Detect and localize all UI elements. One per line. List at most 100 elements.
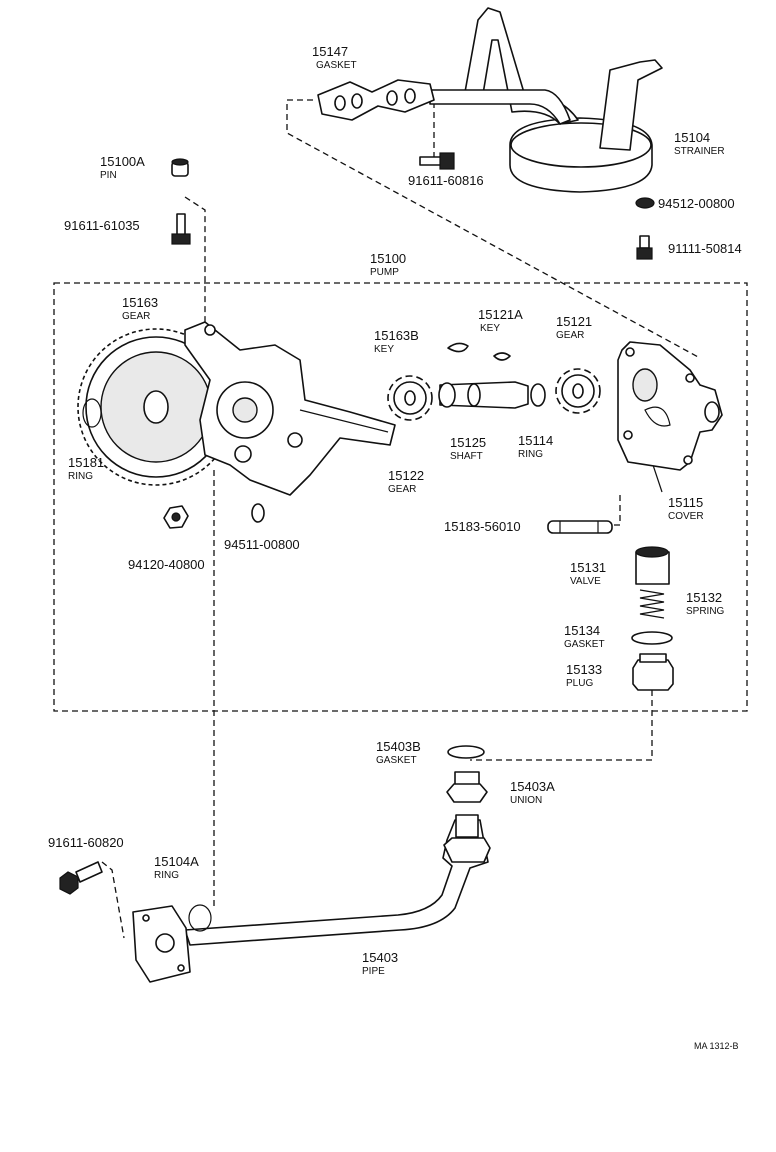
- svg-text:15403: 15403: [362, 950, 398, 965]
- svg-text:15104: 15104: [674, 130, 710, 145]
- label-15163: 15163 GEAR: [122, 295, 158, 322]
- diagram-code: MA 1312-B: [694, 1041, 739, 1051]
- oil-pipe-15403-drawing: [132, 814, 491, 983]
- label-15183-56010: 15183-56010: [444, 519, 521, 534]
- plug-15133-icon: [632, 653, 674, 691]
- svg-text:15147: 15147: [312, 44, 348, 59]
- svg-text:15122: 15122: [388, 468, 424, 483]
- bolt-91611-60820-icon: [59, 861, 103, 895]
- svg-text:PLUG: PLUG: [566, 678, 593, 689]
- svg-text:15121: 15121: [556, 314, 592, 329]
- label-15181: 15181 RING: [68, 455, 104, 482]
- bolt-91611-61035-icon: [171, 213, 191, 245]
- svg-text:RING: RING: [518, 449, 543, 460]
- svg-text:GASKET: GASKET: [376, 755, 417, 766]
- spring-15132-icon: [639, 589, 665, 619]
- svg-text:KEY: KEY: [480, 323, 500, 334]
- bolt-91611-60816-icon: [419, 152, 455, 170]
- label-15122: 15122 GEAR: [388, 468, 424, 495]
- label-15100A: 15100A PIN: [100, 154, 145, 181]
- svg-text:COVER: COVER: [668, 511, 704, 522]
- stud-15183-56010-icon: [547, 520, 613, 534]
- label-15132: 15132 SPRING: [686, 590, 725, 617]
- key-15121A-icon: [493, 352, 511, 361]
- svg-text:15133: 15133: [566, 662, 602, 677]
- svg-text:15403B: 15403B: [376, 739, 421, 754]
- label-15403: 15403 PIPE: [362, 950, 398, 977]
- label-15121: 15121 GEAR: [556, 314, 592, 341]
- svg-text:SHAFT: SHAFT: [450, 451, 483, 462]
- svg-text:RING: RING: [154, 870, 179, 881]
- label-15114: 15114 RING: [518, 433, 553, 460]
- label-15163B: 15163B KEY: [374, 328, 419, 355]
- svg-text:GEAR: GEAR: [388, 484, 416, 495]
- label-91111-50814: 91111-50814: [668, 241, 742, 256]
- svg-text:15100A: 15100A: [100, 154, 145, 169]
- svg-text:PIN: PIN: [100, 170, 117, 181]
- svg-text:15104A: 15104A: [154, 854, 199, 869]
- gasket-15134-icon: [631, 631, 673, 645]
- svg-text:15125: 15125: [450, 435, 486, 450]
- label-94120-40800: 94120-40800: [128, 557, 205, 572]
- svg-text:KEY: KEY: [374, 344, 394, 355]
- svg-text:15132: 15132: [686, 590, 722, 605]
- nut-94120-40800-icon: [163, 505, 189, 529]
- label-15125: 15125 SHAFT: [450, 435, 486, 462]
- label-91611-60816: 91611-60816: [408, 173, 484, 188]
- svg-text:15121A: 15121A: [478, 307, 523, 322]
- label-15403A: 15403A UNION: [510, 779, 555, 806]
- o-ring-15104A-icon: [188, 904, 212, 932]
- pin-15100A-icon: [171, 158, 189, 177]
- washer-94511-icon: [251, 503, 265, 523]
- svg-text:GASKET: GASKET: [316, 60, 357, 71]
- strainer-drawing: [317, 7, 663, 193]
- svg-text:15100: 15100: [370, 251, 406, 266]
- svg-text:15115: 15115: [668, 495, 703, 510]
- label-15115: 15115 COVER: [668, 495, 704, 522]
- svg-text:GEAR: GEAR: [122, 311, 150, 322]
- label-15104: 15104 STRAINER: [674, 130, 725, 157]
- label-15121A: 15121A KEY: [478, 307, 523, 334]
- gear-15121-drawing: [555, 368, 601, 414]
- svg-text:GASKET: GASKET: [564, 639, 605, 650]
- label-15403B: 15403B GASKET: [376, 739, 421, 766]
- label-15100: 15100 PUMP: [370, 251, 406, 278]
- union-15403A-icon: [446, 771, 488, 803]
- label-91611-60820: 91611-60820: [48, 835, 124, 850]
- svg-text:RING: RING: [68, 471, 93, 482]
- shaft-15125-drawing: [438, 381, 529, 409]
- label-15104A: 15104A RING: [154, 854, 199, 881]
- relief-valve-15131-icon: [635, 546, 670, 585]
- svg-text:SPRING: SPRING: [686, 606, 725, 617]
- bolt-91111-50814-icon: [636, 235, 653, 260]
- svg-text:15134: 15134: [564, 623, 600, 638]
- svg-text:15403A: 15403A: [510, 779, 555, 794]
- label-15133: 15133 PLUG: [566, 662, 602, 689]
- label-15147: 15147 GASKET: [312, 44, 357, 71]
- label-91611-61035: 91611-61035: [64, 218, 140, 233]
- pump-cover-15115-drawing: [617, 341, 723, 471]
- svg-text:15131: 15131: [570, 560, 606, 575]
- gasket-15403B-icon: [447, 745, 485, 759]
- label-94511-00800: 94511-00800: [224, 537, 300, 552]
- svg-text:STRAINER: STRAINER: [674, 146, 725, 157]
- o-ring-15114-icon: [530, 383, 546, 407]
- label-15131: 15131 VALVE: [570, 560, 606, 587]
- drive-gear-15163-drawing: [77, 328, 235, 486]
- svg-text:15163: 15163: [122, 295, 158, 310]
- snap-ring-15181-icon: [82, 398, 102, 428]
- svg-text:PUMP: PUMP: [370, 267, 399, 278]
- driven-gear-15122-drawing: [387, 375, 433, 421]
- key-15163B-icon: [447, 342, 469, 353]
- washer-94512-icon: [635, 197, 655, 209]
- svg-text:UNION: UNION: [510, 795, 542, 806]
- svg-text:15114: 15114: [518, 433, 553, 448]
- svg-text:15163B: 15163B: [374, 328, 419, 343]
- leader-lines: [101, 99, 701, 939]
- label-15134: 15134 GASKET: [564, 623, 605, 650]
- svg-text:PIPE: PIPE: [362, 966, 385, 977]
- pump-body-drawing: [184, 321, 396, 496]
- svg-text:15181: 15181: [68, 455, 104, 470]
- svg-text:GEAR: GEAR: [556, 330, 584, 341]
